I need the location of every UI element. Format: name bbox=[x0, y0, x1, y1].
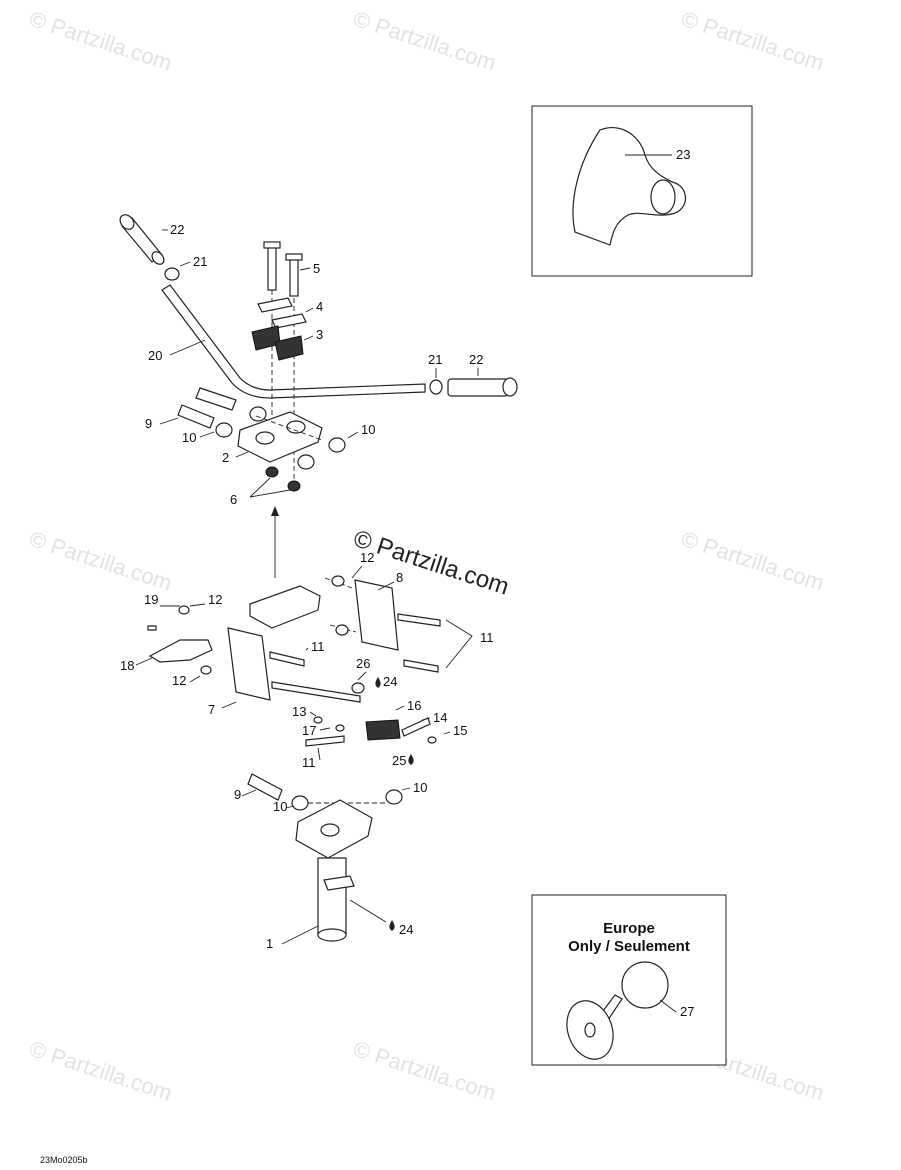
callout-21-right: 21 bbox=[428, 352, 442, 367]
mid-steering-assembly: 12 8 11 19 12 11 18 12 26 24 7 13 16 14 … bbox=[120, 550, 494, 770]
callout-9-bottom: 9 bbox=[234, 787, 241, 802]
handlebar-assembly: 22 21 20 21 22 bbox=[119, 214, 518, 399]
watermark: © Partzilla.com bbox=[350, 6, 499, 76]
assembly-arrow bbox=[271, 506, 279, 578]
callout-22-left: 22 bbox=[170, 222, 184, 237]
callout-11-bottom: 11 bbox=[302, 755, 316, 770]
callout-3: 3 bbox=[316, 327, 323, 342]
callout-25: 25 bbox=[392, 753, 406, 768]
callout-12-top: 12 bbox=[360, 550, 374, 565]
drawing-code: 23Mo0205b bbox=[40, 1155, 88, 1165]
callout-22-right: 22 bbox=[469, 352, 483, 367]
callout-9-top: 9 bbox=[145, 416, 152, 431]
inset-europe-line1: Europe bbox=[603, 920, 655, 937]
inset-grip: 23 bbox=[531, 105, 753, 277]
callout-21-left: 21 bbox=[193, 254, 207, 269]
steering-column: 9 10 10 1 24 bbox=[234, 773, 427, 951]
callout-15: 15 bbox=[453, 723, 467, 738]
watermark: © Partzilla.com bbox=[350, 1036, 499, 1106]
callout-4: 4 bbox=[316, 299, 323, 314]
callout-1: 1 bbox=[266, 936, 273, 951]
callout-18: 18 bbox=[120, 658, 134, 673]
callout-13: 13 bbox=[292, 704, 306, 719]
watermark: © Partzilla.com bbox=[678, 526, 827, 596]
callout-23: 23 bbox=[676, 147, 690, 162]
callout-11-right: 11 bbox=[480, 630, 494, 645]
watermark: © Partzilla.com bbox=[26, 6, 175, 76]
callout-16: 16 bbox=[407, 698, 421, 713]
callout-27: 27 bbox=[680, 1004, 694, 1019]
callout-24-bottom: 24 bbox=[399, 922, 413, 937]
callout-11-top: 11 bbox=[311, 639, 325, 654]
callout-10-right: 10 bbox=[361, 422, 375, 437]
inset-europe-line2: Only / Seulement bbox=[568, 938, 690, 955]
callout-26: 26 bbox=[356, 656, 370, 671]
inset-europe: Europe Only / Seulement 27 bbox=[531, 894, 727, 1066]
callout-5: 5 bbox=[313, 261, 320, 276]
callout-19: 19 bbox=[144, 592, 158, 607]
clamp-hardware: 5 4 3 bbox=[251, 241, 323, 480]
callout-20: 20 bbox=[148, 348, 162, 363]
callout-10-bl: 10 bbox=[273, 799, 287, 814]
watermark: © Partzilla.com bbox=[26, 526, 175, 596]
callout-2: 2 bbox=[222, 450, 229, 465]
callout-12-bottom: 12 bbox=[172, 673, 186, 688]
upper-steering-block: 9 10 10 2 6 bbox=[145, 387, 375, 507]
callout-6: 6 bbox=[230, 492, 237, 507]
watermark: © Partzilla.com bbox=[678, 6, 827, 76]
watermark: © Partzilla.com bbox=[26, 1036, 175, 1106]
callout-8: 8 bbox=[396, 570, 403, 585]
callout-14: 14 bbox=[433, 710, 447, 725]
callout-24-top: 24 bbox=[383, 674, 397, 689]
callout-17: 17 bbox=[302, 723, 316, 738]
callout-7: 7 bbox=[208, 702, 215, 717]
callout-10-br: 10 bbox=[413, 780, 427, 795]
callout-10-left: 10 bbox=[182, 430, 196, 445]
callout-12-left: 12 bbox=[208, 592, 222, 607]
